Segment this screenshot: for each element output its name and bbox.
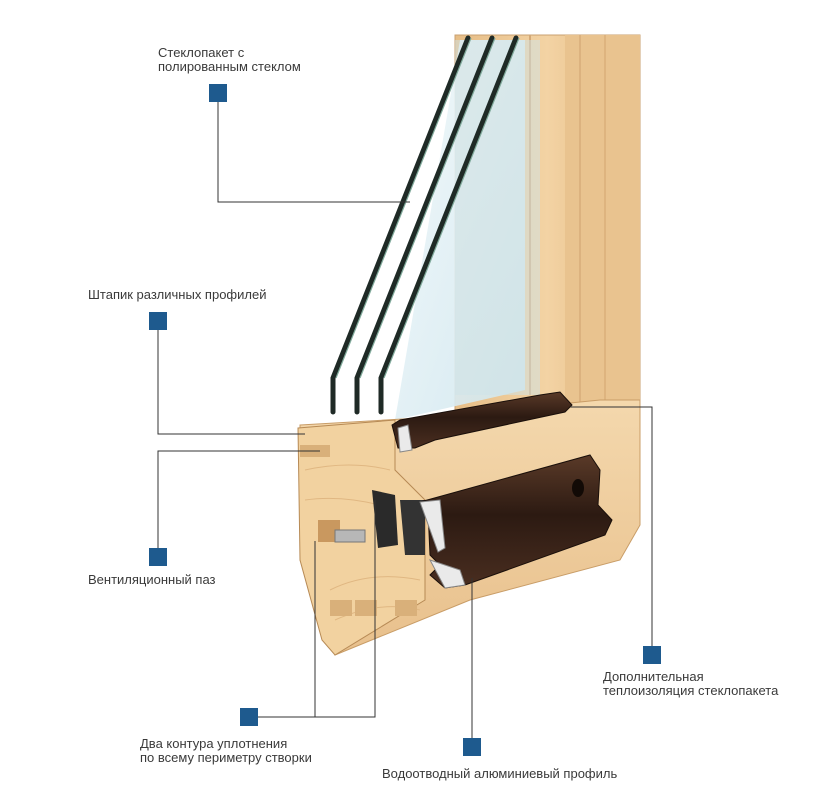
marker-drip-profile [463, 738, 481, 756]
leader-glass-unit [217, 101, 410, 203]
label-glass-unit-line1: Стеклопакет с [158, 45, 245, 60]
label-glass-unit: Стеклопакет с полированным стеклом [158, 46, 301, 74]
label-extra-insulation-line1: Дополнительная [603, 669, 704, 684]
glass-area [395, 40, 540, 420]
label-glazing-bead-line1: Штапик различных профилей [88, 287, 267, 302]
label-drip-profile: Водоотводный алюминиевый профиль [382, 767, 617, 781]
leader-lines [157, 101, 653, 738]
marker-glass-unit [209, 84, 227, 102]
label-glass-unit-line2: полированным стеклом [158, 59, 301, 74]
leader-ventilation-groove [157, 450, 320, 548]
glass-sheets [330, 35, 519, 415]
insulation-profile [391, 391, 573, 453]
marker-glazing-bead [149, 312, 167, 330]
label-seal-contours-line2: по всему периметру створки [140, 750, 312, 765]
label-ventilation-groove-line1: Вентиляционный паз [88, 572, 216, 587]
label-drip-profile-line1: Водоотводный алюминиевый профиль [382, 766, 618, 781]
label-seal-contours: Два контура уплотнения по всему периметр… [140, 737, 312, 765]
label-extra-insulation-line2: теплоизоляция стеклопакета [603, 683, 779, 698]
label-glazing-bead: Штапик различных профилей [88, 288, 266, 302]
marker-seal-contours [240, 708, 258, 726]
label-ventilation-groove: Вентиляционный паз [88, 573, 216, 587]
drain-profile [419, 454, 613, 589]
leader-extra-insulation [570, 406, 653, 646]
leader-glazing-bead [157, 330, 305, 435]
marker-ventilation-groove [149, 548, 167, 566]
leader-seal-contours-2 [258, 500, 376, 718]
label-seal-contours-line1: Два контура уплотнения [140, 736, 288, 751]
marker-extra-insulation [643, 646, 661, 664]
label-extra-insulation: Дополнительная теплоизоляция стеклопакет… [603, 670, 778, 698]
